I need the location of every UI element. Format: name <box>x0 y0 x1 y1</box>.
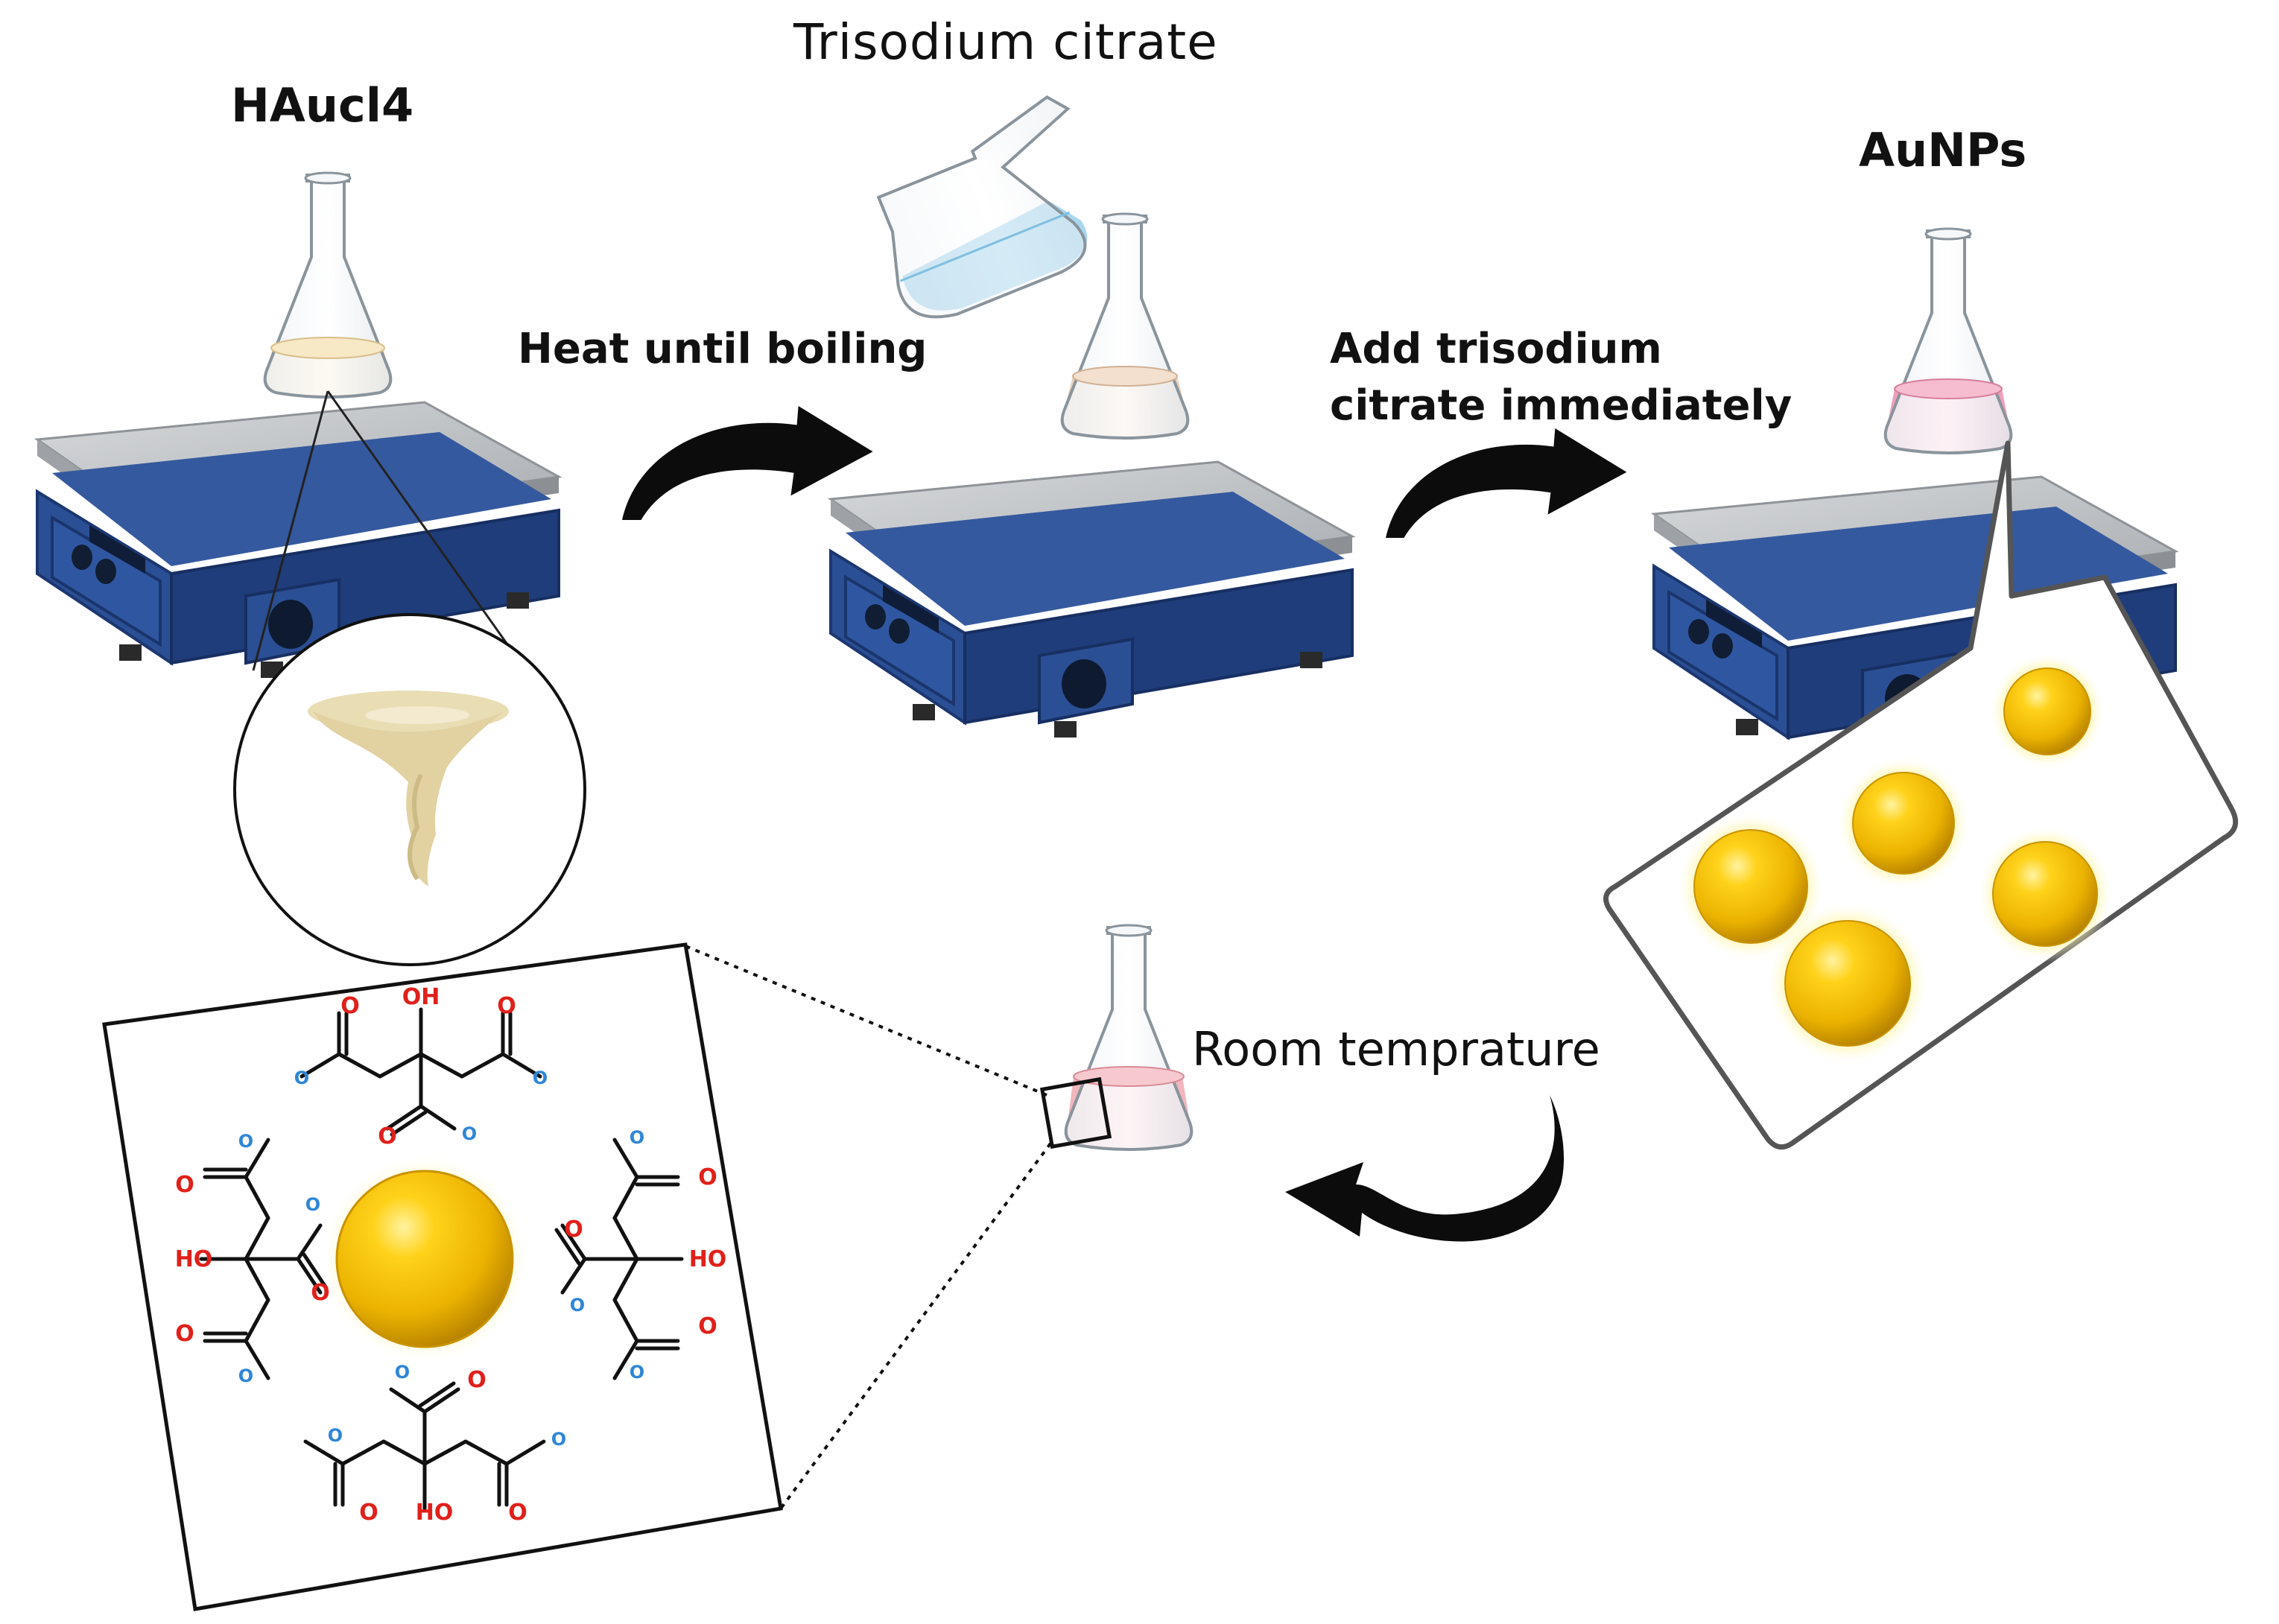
molecule-atom-labels: OH O O O O O O HO O O O O O O HO O O O O… <box>175 984 727 1526</box>
gold-nanoparticle-icon <box>1676 812 1825 961</box>
oxygen-label: O <box>175 1172 194 1198</box>
oxygen-label: O <box>378 1123 397 1149</box>
label-room-temperature: Room temprature <box>1192 1022 1600 1076</box>
oxygen-label: O <box>311 1280 330 1306</box>
oxide-label: O <box>294 1068 309 1088</box>
oxide-label: O <box>462 1123 477 1144</box>
oxygen-label: O <box>497 993 516 1019</box>
flask-aunps <box>1883 227 2013 454</box>
flask-boiling <box>1060 212 1190 440</box>
capped-gold-nanoparticle-icon <box>320 1155 529 1363</box>
zoom-selector-box <box>1039 1076 1112 1149</box>
oxygen-label: O <box>698 1313 717 1339</box>
nanoparticle-group <box>1676 653 2114 1065</box>
vortex-icon <box>308 691 509 886</box>
gold-nanoparticle-icon <box>1977 825 2114 962</box>
oxide-label: O <box>630 1362 644 1383</box>
oxygen-label: O <box>508 1500 527 1526</box>
gold-nanoparticle-icon <box>1836 756 1971 890</box>
oxide-label: O <box>395 1362 410 1383</box>
arrow-room-temp <box>1285 1095 1565 1242</box>
flask-trisodium-citrate <box>876 95 1088 319</box>
label-trisodium-citrate: Trisodium citrate <box>793 13 1218 71</box>
oxygen-label: O <box>359 1500 378 1526</box>
label-aunps: AuNPs <box>1859 123 2027 177</box>
oxide-label: O <box>570 1295 585 1316</box>
oxide-label: O <box>305 1194 320 1215</box>
label-add-trisodium-line1: Add trisodium <box>1330 325 1662 373</box>
hydroxyl-label: OH <box>402 984 440 1010</box>
oxide-label: O <box>533 1068 548 1088</box>
zoom-lines-dotted <box>685 945 1052 1510</box>
label-haucl4: HAucl4 <box>231 78 414 133</box>
gold-nanoparticle-icon <box>1989 653 2105 770</box>
oxide-label: O <box>328 1425 343 1446</box>
hydroxyl-label: HO <box>689 1246 727 1272</box>
oxide-label: O <box>630 1127 644 1148</box>
flask-haucl4 <box>263 171 393 399</box>
oxide-label: O <box>551 1429 566 1450</box>
hydroxyl-label: HO <box>416 1500 454 1526</box>
label-add-trisodium-line2: citrate immediately <box>1330 381 1793 430</box>
oxygen-label: O <box>467 1367 486 1393</box>
arrow-add-citrate <box>1386 428 1627 538</box>
oxygen-label: O <box>564 1217 583 1243</box>
oxygen-label: O <box>175 1321 194 1347</box>
hydroxyl-label: HO <box>175 1246 213 1272</box>
zoom-lines-vortex <box>252 390 538 686</box>
gold-nanoparticle-icon <box>1766 901 1930 1065</box>
hotplate-middle <box>829 460 1354 739</box>
oxygen-label: O <box>698 1164 717 1190</box>
flask-room-temperature <box>1064 924 1194 1151</box>
vortex-circle <box>233 613 586 966</box>
oxide-label: O <box>238 1131 253 1152</box>
label-heat-until-boiling: Heat until boiling <box>518 325 928 373</box>
oxygen-label: O <box>340 993 360 1019</box>
oxide-label: O <box>238 1366 253 1386</box>
